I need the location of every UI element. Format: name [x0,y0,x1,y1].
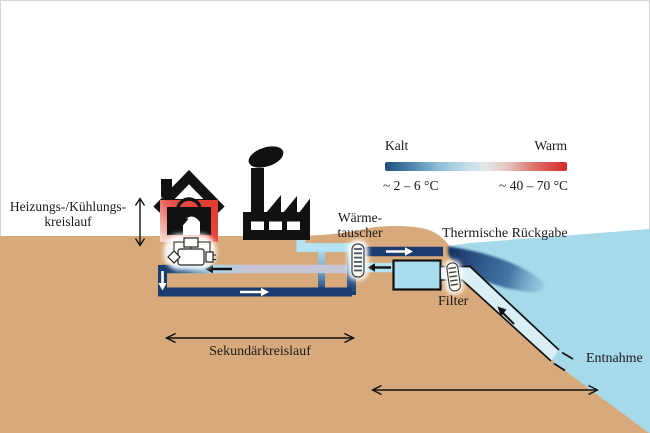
factory-icon [243,146,310,240]
legend-warm-label: Warm [534,138,567,153]
legend-cold-label: Kalt [385,138,409,153]
heating-cooling-circuit-label: Heizungs-/Kühlungs- kreislauf [1,199,135,229]
heat-exchanger-label-line2: tauscher [337,224,383,240]
flow-arrow-right-icon [405,247,413,256]
annotation-arrows [134,197,600,396]
primary-circuit-extent-arrow [370,384,600,396]
temperature-legend-bar [385,162,567,171]
filter-label: Filter [438,294,469,309]
intake-label: Entnahme [586,351,643,366]
intake-mouth-flare [561,351,574,360]
heat-exchanger-coil-icon [348,240,368,280]
legend-cold-range: ~ 2 – 6 °C [383,178,439,193]
flow-arrow-left-icon [367,263,375,272]
flow-arrow-upleft-icon [497,306,507,317]
secondary-circuit-label: Sekundärkreislauf [209,344,311,359]
flow-arrow-down-icon [158,283,167,291]
flow-arrow-right-icon [261,287,269,297]
circulation-arrow-icon [175,197,202,229]
legend-warm-range: ~ 40 – 70 °C [499,178,568,193]
filter-box [392,259,442,291]
secondary-circuit-extent-arrow [164,332,356,344]
flow-arrow-left-icon [205,264,213,274]
heating-circuit-extent-arrow [134,197,146,247]
pipe-thermal-return [364,246,443,257]
thermal-return-label: Thermische Rückgabe [442,226,568,241]
heat-exchanger-label-line1: Wärme- [337,210,383,225]
thermal-plume [448,246,545,293]
filter-coil-icon [442,259,464,295]
heat-pump-icon [164,234,216,270]
heat-exchanger-label: Wärme- tauscher [322,210,398,240]
heating-cooling-circuit-label-line1: Heizungs-/Kühlungs- [9,199,127,214]
heating-cooling-circuit-label-line2: kreislauf [44,214,92,229]
intake-mouth-flare [553,362,566,372]
